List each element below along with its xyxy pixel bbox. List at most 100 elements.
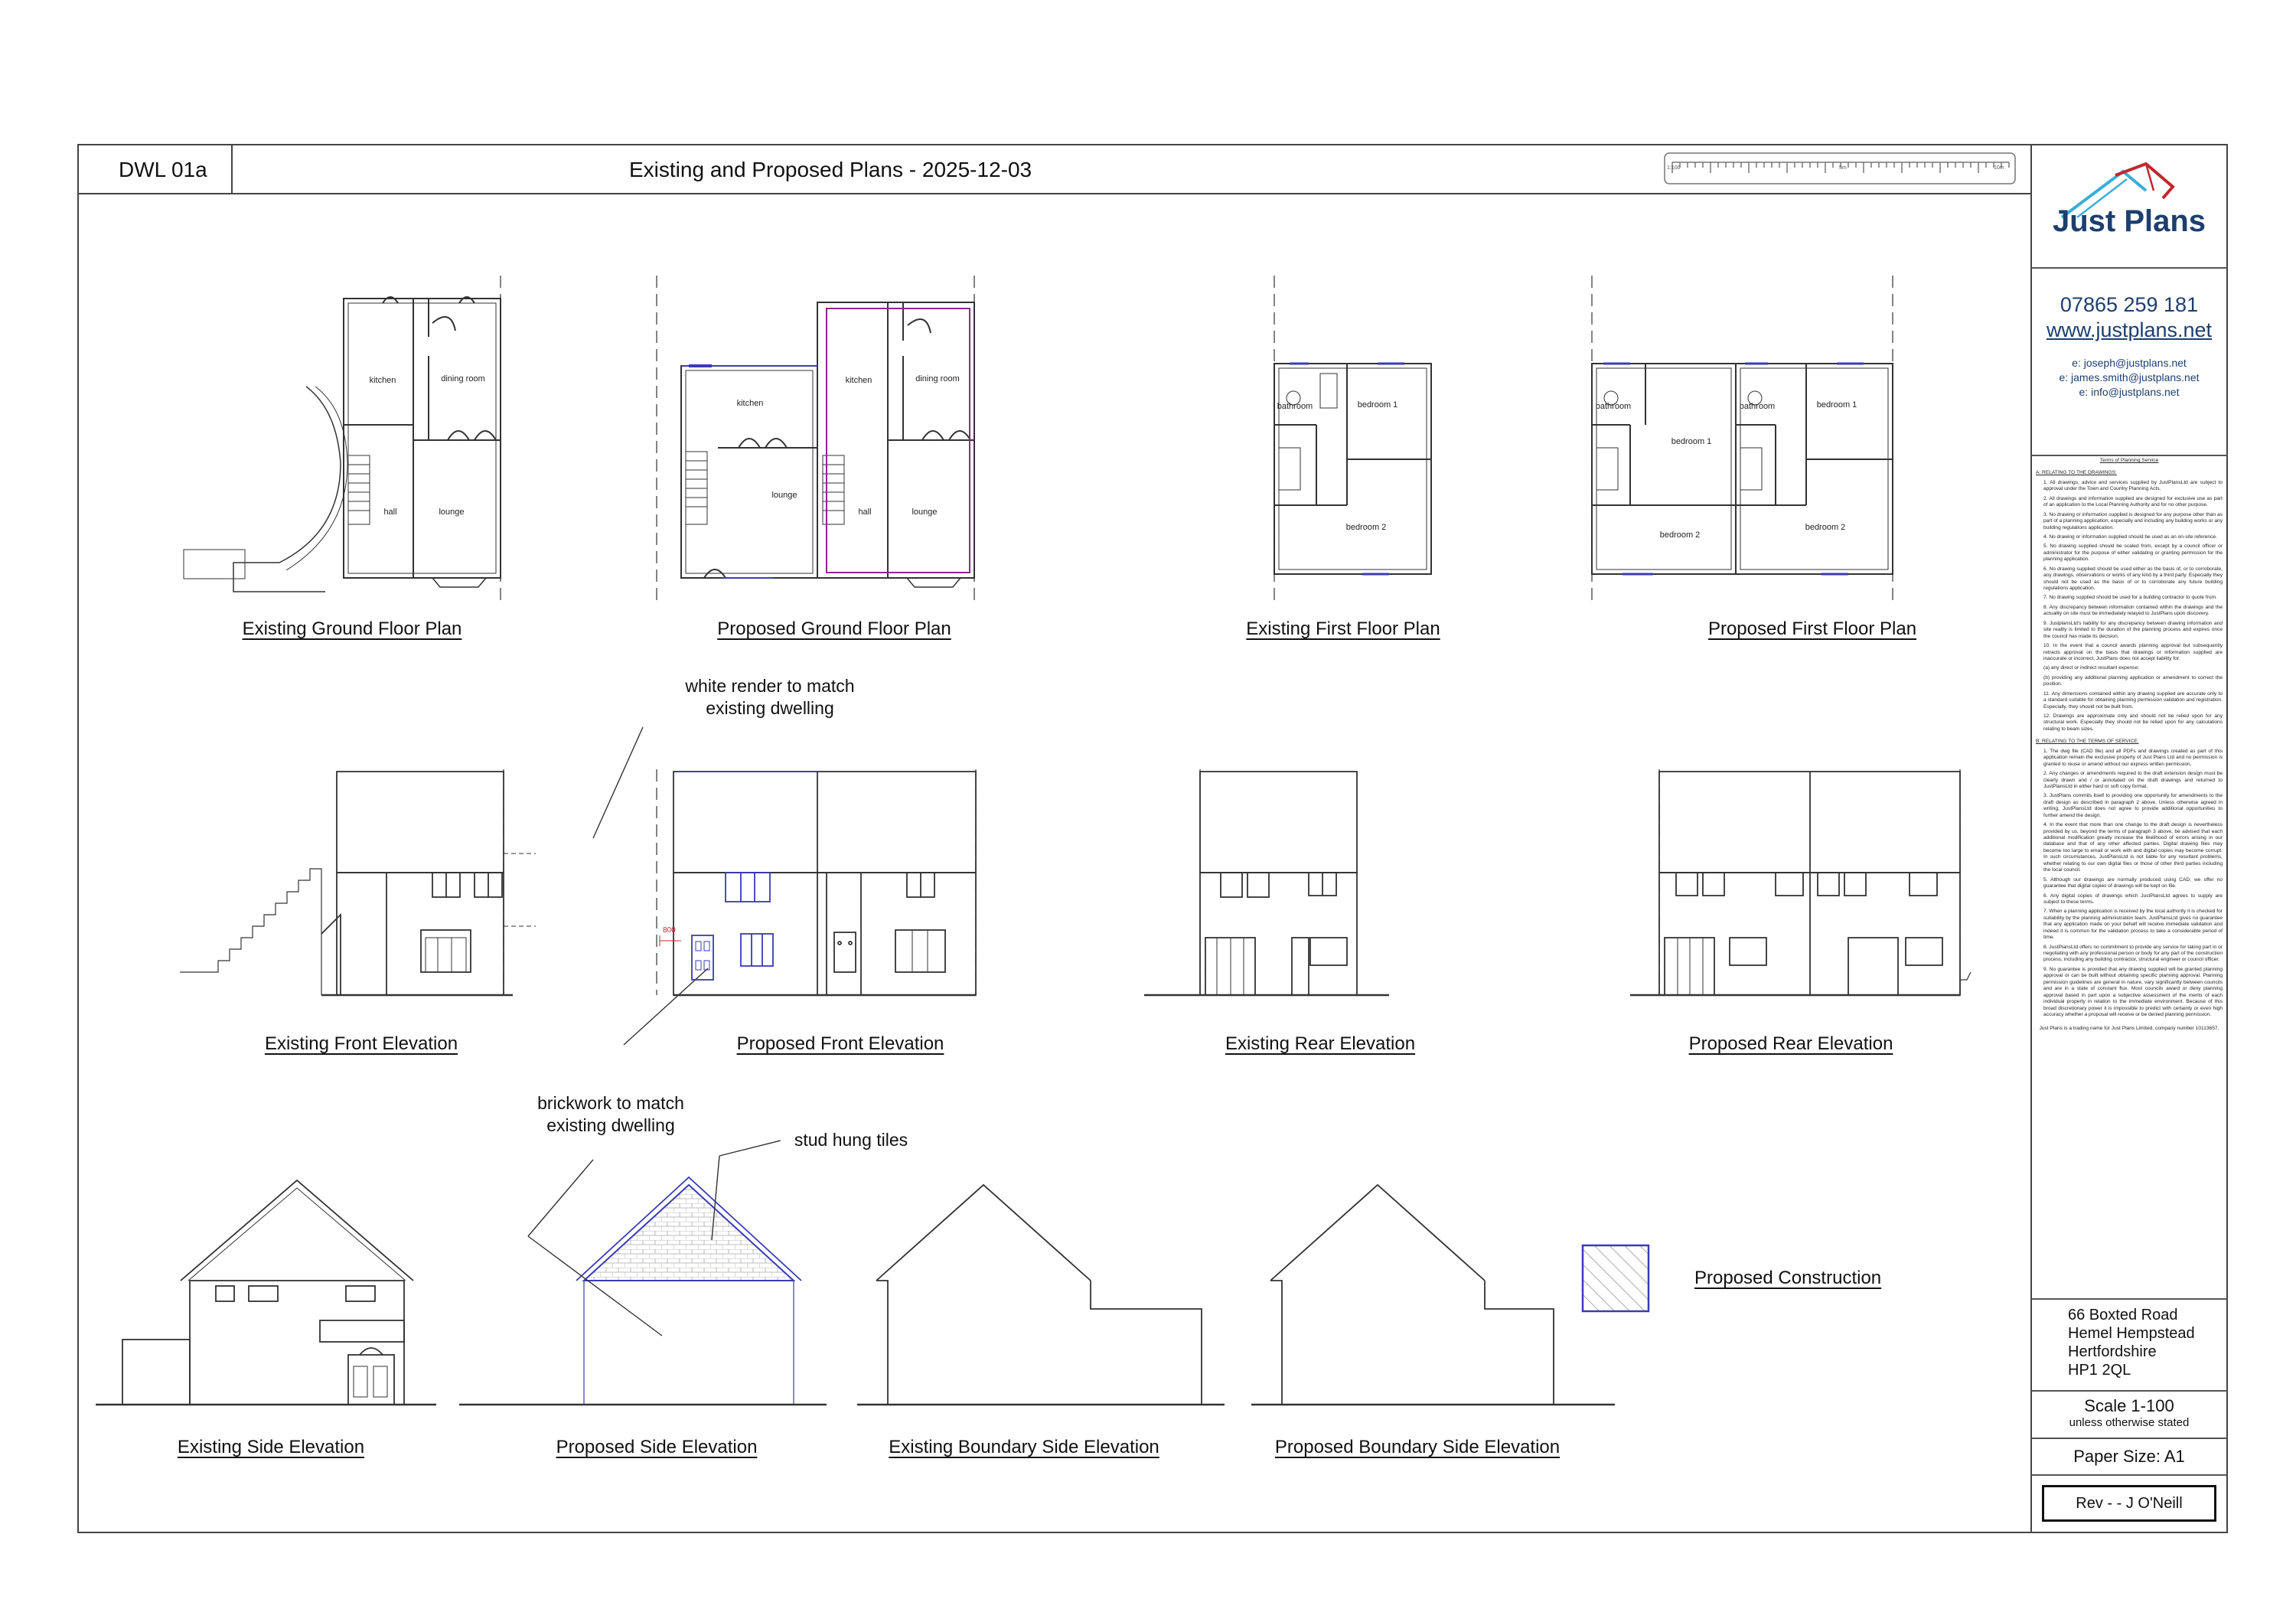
terms-item: 9. JustplansLtd's liability for any disc… [2043,620,2223,639]
terms-item: 12. Drawings are approximate only and sh… [2043,713,2223,732]
room-label: bathroom [1596,402,1631,411]
scale-bar-mid: 5m [1839,165,1847,171]
caption-proposed-front-elevation: Proposed Front Elevation [736,1033,944,1054]
drawing-number: DWL 01a [119,158,207,181]
terms-item: 2. All drawings and information supplied… [2043,495,2223,508]
website-link[interactable]: www.justplans.net [2046,318,2213,341]
terms-panel [2031,455,2227,1300]
caption-proposed-side-elevation: Proposed Side Elevation [556,1437,758,1457]
room-label: bedroom 2 [1805,523,1846,532]
annotation-stud-tiles: stud hung tiles [794,1130,908,1150]
room-label: bedroom 1 [1671,437,1712,446]
company-name: Just Plans [2052,204,2206,238]
room-label: lounge [439,507,464,517]
proposed-boundary-side-elevation [1251,1183,1615,1406]
terms-item: 4. In the event that more than one chang… [2043,822,2223,873]
terms-item: 11. Any dimensions contained within any … [2043,690,2223,710]
paper-size: Paper Size: A1 [2073,1447,2185,1466]
room-label: dining room [441,374,484,383]
phone-number: 07865 259 181 [2060,293,2199,316]
proposed-rear-elevation [1630,769,1971,997]
terms-title: Terms of Planning Service [2099,458,2159,463]
terms-item: (a) any direct or indirect resultant exp… [2043,665,2139,671]
address-line: Hemel Hempstead [2068,1325,2195,1342]
room-label: bathroom [1277,402,1313,411]
terms-item: 6. No drawing supplied should be used ei… [2043,566,2223,591]
room-label: lounge [771,491,797,500]
caption-proposed-first-floor: Proposed First Floor Plan [1707,618,1917,639]
scale-panel: Scale 1-100 unless otherwise stated [2031,1390,2227,1439]
scale-text: Scale 1-100 [2084,1396,2174,1415]
proposed-ground-floor-plan [656,276,975,605]
terms-item: 3. No drawing or information supplied is… [2043,511,2223,530]
terms-item: (b) providing any additional planning ap… [2043,674,2223,687]
room-label: hall [858,507,871,517]
terms-item: 8. JustPlansLtd offers no commitment to … [2043,944,2223,963]
room-label: bedroom 1 [1358,400,1398,410]
scale-bar-start: 1:100 [1667,165,1681,171]
terms-section-b: B: RELATING TO THE TERMS OF SERVICE: [2036,739,2139,745]
email-link[interactable]: e: info@justplans.net [2079,385,2180,398]
room-label: bathroom [1740,402,1775,411]
caption-proposed-ground-floor: Proposed Ground Floor Plan [717,618,951,639]
terms-item: 7. When a planning application is receiv… [2043,909,2223,941]
caption-existing-side-elevation: Existing Side Elevation [177,1437,365,1457]
contact-panel: 07865 259 181 www.justplans.net e: josep… [2031,267,2227,456]
revision-panel: Rev - - J O'Neill [2031,1474,2227,1532]
caption-proposed-rear-elevation: Proposed Rear Elevation [1688,1033,1893,1054]
terms-section-a: A: RELATING TO THE DRAWINGS: [2036,470,2117,476]
existing-side-elevation [96,1179,436,1406]
address-line: HP1 2QL [2068,1362,2131,1379]
proposed-first-floor-plan [1591,276,1893,605]
address-line: Hertfordshire [2068,1343,2157,1360]
caption-existing-first-floor: Existing First Floor Plan [1246,618,1440,639]
address-line: 66 Boxted Road [2068,1307,2178,1323]
dimension-label: 800 [663,926,676,935]
legend-label: Proposed Construction [1694,1268,1882,1288]
terms-item: 7. No drawing supplied should be used fo… [2043,595,2217,601]
room-label: bedroom 2 [1346,523,1387,532]
terms-item: 1. All drawings, advice and services sup… [2043,479,2223,492]
terms-item: 8. Any discrepancy between information c… [2043,604,2223,617]
paper-size-panel: Paper Size: A1 [2031,1438,2227,1476]
room-label: kitchen [846,376,872,385]
existing-first-floor-plan [1274,276,1432,605]
terms-item: 3. JustPlans commits itself to providing… [2043,793,2223,818]
terms-footer: Just Plans is a trading name for Just Pl… [2039,1026,2219,1032]
terms-item: 6. Any digital copies of drawings which … [2043,893,2223,905]
terms-item: 9. No guarantee is provided that any dra… [2043,966,2223,1017]
scale-note: unless otherwise stated [2069,1416,2190,1429]
drawing-title: Existing and Proposed Plans - 2025-12-03 [629,158,1032,181]
caption-existing-boundary-side: Existing Boundary Side Elevation [889,1437,1159,1457]
terms-item: 5. Although our drawings are normally pr… [2043,876,2223,889]
email-link[interactable]: e: joseph@justplans.net [2072,357,2187,369]
logo-panel: Just Plans [2031,145,2227,267]
existing-front-elevation [180,769,536,997]
terms-of-service: Terms of Planning Service A: RELATING TO… [2036,453,2223,1287]
room-label: dining room [915,374,959,383]
address-panel: 66 Boxted Road Hemel Hempstead Hertfords… [2031,1298,2227,1392]
terms-item: 5. No drawing supplied should be scaled … [2043,543,2223,563]
terms-item: 2. Any changes or amendments required to… [2043,771,2223,789]
room-label: kitchen [370,376,396,385]
revision-box: Rev - - J O'Neill [2042,1485,2216,1522]
scale-bar [1664,152,2016,184]
proposed-front-elevation [656,769,977,997]
room-label: kitchen [737,399,764,408]
annotation-brickwork: brickwork to match existing dwelling [537,1093,684,1135]
room-label: lounge [912,507,937,517]
room-label: bedroom 1 [1817,400,1857,410]
annotation-white-render: white render to match existing dwelling [685,676,855,718]
existing-boundary-side-elevation [857,1183,1225,1406]
email-link[interactable]: e: james.smith@justplans.net [2059,370,2200,383]
scale-bar-end: 10m [1994,165,2004,171]
caption-proposed-boundary-side: Proposed Boundary Side Elevation [1274,1437,1561,1457]
company-logo-icon [2060,162,2175,219]
leader-lines [527,726,781,1336]
existing-rear-elevation [1144,769,1389,997]
room-label: hall [383,507,396,517]
sheet-border [77,144,2228,1533]
proposed-side-elevation [459,1176,827,1406]
